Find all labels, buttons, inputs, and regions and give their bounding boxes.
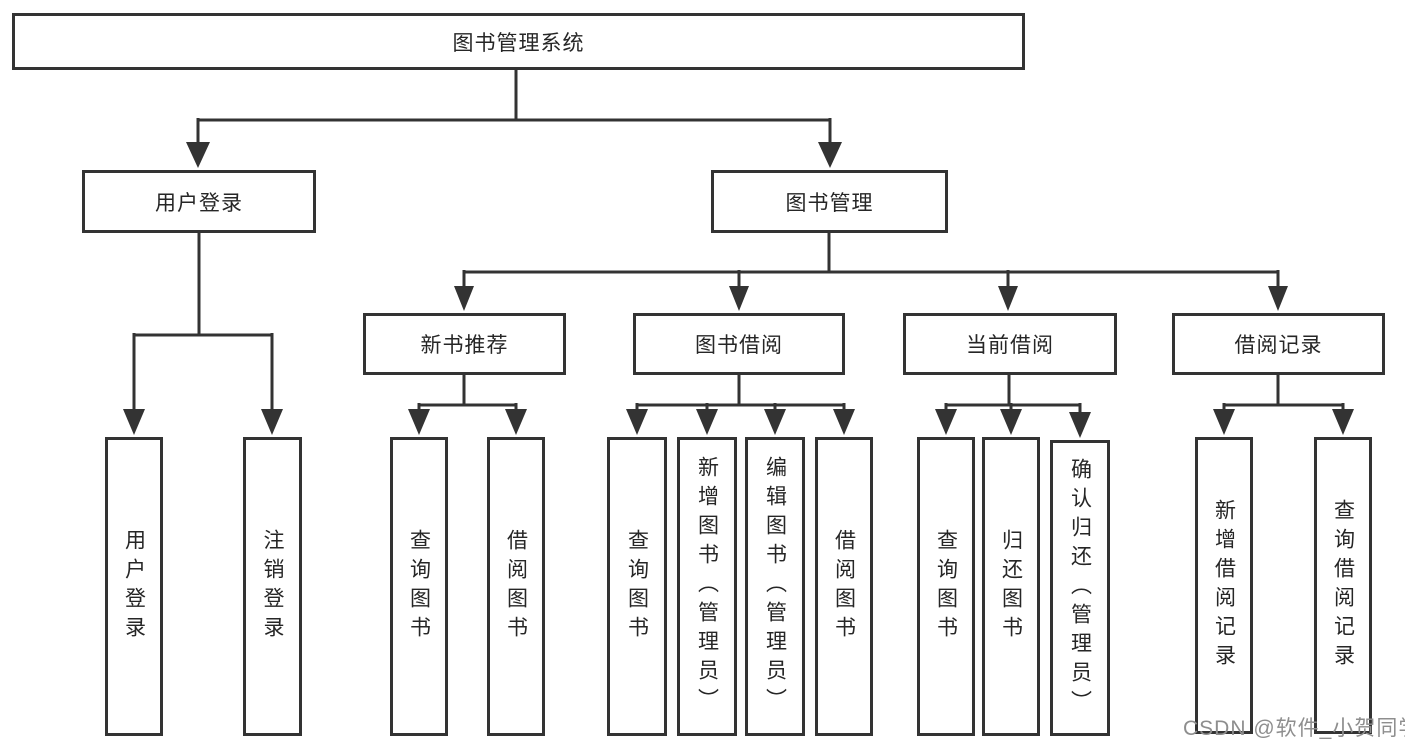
leaf-user-login-label: 用户登录: [122, 528, 146, 645]
leaf-query-book-borrowing-label: 查询图书: [625, 528, 649, 645]
arrowhead-down-icon: [1213, 409, 1235, 435]
arrowhead-down-icon: [1000, 409, 1022, 435]
node-root: 图书管理系统: [12, 13, 1025, 70]
watermark-text: CSDN @软件_小贺同学: [1183, 717, 1405, 740]
leaf-edit-book-admin-label: 编辑图书（管理员）: [763, 456, 787, 717]
leaf-confirm-return-admin-label: 确认归还（管理员）: [1068, 457, 1092, 719]
arrowhead-down-icon: [626, 409, 648, 435]
arrowhead-down-icon: [818, 142, 842, 168]
arrowhead-down-icon: [261, 409, 283, 435]
leaf-borrow-book: 借阅图书: [815, 437, 873, 736]
node-book-borrowing: 图书借阅: [633, 313, 845, 375]
arrowhead-down-icon: [1069, 412, 1091, 438]
arrowhead-down-icon: [764, 409, 786, 435]
node-root-label: 图书管理系统: [452, 31, 585, 55]
leaf-query-book-current: 查询图书: [917, 437, 975, 736]
node-book-borrowing-label: 图书借阅: [695, 334, 783, 357]
node-current-borrowing: 当前借阅: [903, 313, 1117, 375]
leaf-add-book-admin-label: 新增图书（管理员）: [695, 456, 719, 717]
node-book-management-label: 图书管理: [785, 191, 874, 215]
leaf-borrow-book-label: 借阅图书: [832, 528, 856, 645]
leaf-query-book-recommend: 查询图书: [390, 437, 448, 736]
leaf-add-borrow-record-label: 新增借阅记录: [1212, 498, 1236, 673]
leaf-query-borrow-record-label: 查询借阅记录: [1331, 498, 1355, 673]
arrowhead-down-icon: [123, 409, 145, 435]
leaf-user-login: 用户登录: [105, 437, 163, 736]
leaf-query-book-recommend-label: 查询图书: [407, 528, 431, 645]
leaf-query-borrow-record: 查询借阅记录: [1314, 437, 1372, 734]
leaf-logout: 注销登录: [243, 437, 302, 736]
leaf-return-book: 归还图书: [982, 437, 1040, 736]
arrowhead-down-icon: [935, 409, 957, 435]
leaf-return-book-label: 归还图书: [999, 528, 1023, 645]
arrowhead-down-icon: [1268, 286, 1288, 311]
leaf-borrow-book-recommend-label: 借阅图书: [504, 528, 528, 645]
leaf-add-book-admin: 新增图书（管理员）: [677, 437, 737, 736]
leaf-borrow-book-recommend: 借阅图书: [487, 437, 545, 736]
node-current-borrowing-label: 当前借阅: [966, 334, 1054, 357]
arrowhead-down-icon: [408, 409, 430, 435]
arrowhead-down-icon: [505, 409, 527, 435]
arrowhead-down-icon: [729, 286, 749, 311]
arrowhead-down-icon: [833, 409, 855, 435]
node-user-login: 用户登录: [82, 170, 316, 233]
node-new-book-recommend: 新书推荐: [363, 313, 566, 375]
leaf-query-book-current-label: 查询图书: [934, 528, 958, 645]
leaf-add-borrow-record: 新增借阅记录: [1195, 437, 1253, 734]
node-borrow-records-label: 借阅记录: [1234, 334, 1323, 357]
arrowhead-down-icon: [454, 286, 474, 311]
leaf-edit-book-admin: 编辑图书（管理员）: [745, 437, 805, 736]
leaf-logout-label: 注销登录: [261, 528, 284, 645]
arrowhead-down-icon: [186, 142, 210, 168]
node-borrow-records: 借阅记录: [1172, 313, 1385, 375]
arrowhead-down-icon: [1332, 409, 1354, 435]
leaf-query-book-borrowing: 查询图书: [607, 437, 667, 736]
node-new-book-recommend-label: 新书推荐: [420, 334, 509, 357]
leaf-confirm-return-admin: 确认归还（管理员）: [1050, 440, 1110, 736]
arrowhead-down-icon: [696, 409, 718, 435]
node-user-login-label: 用户登录: [155, 191, 243, 215]
arrowhead-down-icon: [998, 286, 1018, 311]
node-book-management: 图书管理: [711, 170, 948, 233]
